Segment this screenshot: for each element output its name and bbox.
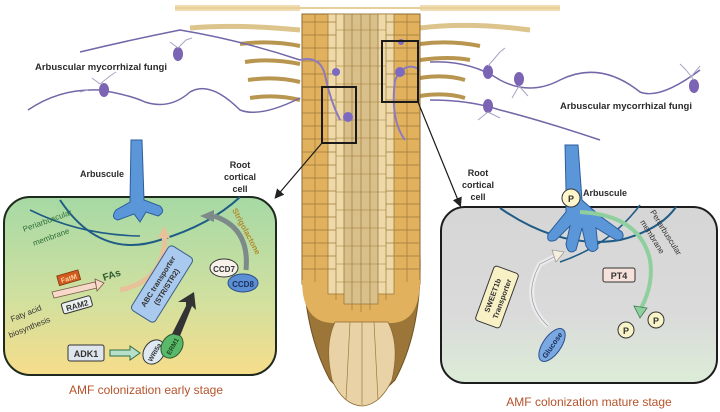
root-cell-label-mature-2: cortical bbox=[462, 180, 494, 190]
adk1-arrow bbox=[109, 345, 141, 361]
phosphate-label-2: P bbox=[653, 316, 659, 326]
phosphate-arbuscule bbox=[561, 188, 581, 208]
fungal-hyphae bbox=[27, 29, 701, 141]
fungi-label-left: Arbuscular mycorrhizal fungi bbox=[35, 62, 167, 73]
early-stage-panel: FatM RAM2 FAs Faty acid biosynthesis ADK… bbox=[3, 139, 277, 397]
early-stage-caption: AMF colonization early stage bbox=[69, 383, 223, 397]
arbuscule-early bbox=[112, 139, 164, 223]
activation-arrow bbox=[172, 292, 196, 336]
phosphate-label-arbuscule: P bbox=[568, 194, 574, 204]
root-cell-label-mature-1: Root bbox=[468, 168, 489, 178]
ccd8-label: CCD8 bbox=[232, 280, 254, 289]
ram2-box bbox=[60, 295, 93, 315]
root-cell-label-mature-3: cell bbox=[470, 192, 485, 202]
pt4-label: PT4 bbox=[611, 271, 628, 281]
phosphate-2 bbox=[647, 311, 665, 329]
fungi-label-right: Arbuscular mycorrhizal fungi bbox=[560, 101, 692, 112]
periarbuscular-membrane-mature bbox=[499, 206, 677, 243]
arbuscule-mature bbox=[547, 144, 624, 253]
root-cell-label-early-2: cortical bbox=[224, 172, 256, 182]
glucose-oval bbox=[538, 328, 566, 362]
ccd7-oval bbox=[209, 258, 239, 278]
wri5a-oval bbox=[142, 339, 166, 365]
adk1-box bbox=[67, 344, 105, 362]
mature-stage-panel: P PT4 P P SWEET1b Transporter Glucose Ro… bbox=[440, 144, 718, 409]
root-cell-label-early-3: cell bbox=[232, 184, 247, 194]
fatm-label: FatM bbox=[60, 274, 78, 285]
fungal-spores bbox=[99, 47, 699, 113]
arbuscule-label-early: Arbuscule bbox=[80, 169, 124, 179]
fatm-box bbox=[56, 269, 82, 287]
phosphate-label-1: P bbox=[623, 326, 629, 336]
hyphal-branches bbox=[79, 37, 701, 121]
arbuscule-label-mature: Arbuscule bbox=[583, 188, 627, 198]
periarbuscular-membrane-early bbox=[59, 196, 241, 246]
mature-stage-caption: AMF colonization mature stage bbox=[506, 395, 672, 409]
ccd8-oval bbox=[227, 273, 259, 293]
phosphate-1 bbox=[617, 321, 635, 339]
ccd7-label: CCD7 bbox=[213, 265, 235, 274]
zoom-box-mature bbox=[381, 40, 419, 103]
root-cell-label-early-1: Root bbox=[230, 160, 251, 170]
abc-transporter-box bbox=[131, 245, 193, 323]
adk1-label: ADK1 bbox=[74, 349, 99, 359]
pt4-box bbox=[602, 267, 636, 283]
sweet1b-box bbox=[475, 265, 519, 329]
root-illustration bbox=[274, 13, 462, 407]
zoom-box-early bbox=[321, 86, 357, 144]
